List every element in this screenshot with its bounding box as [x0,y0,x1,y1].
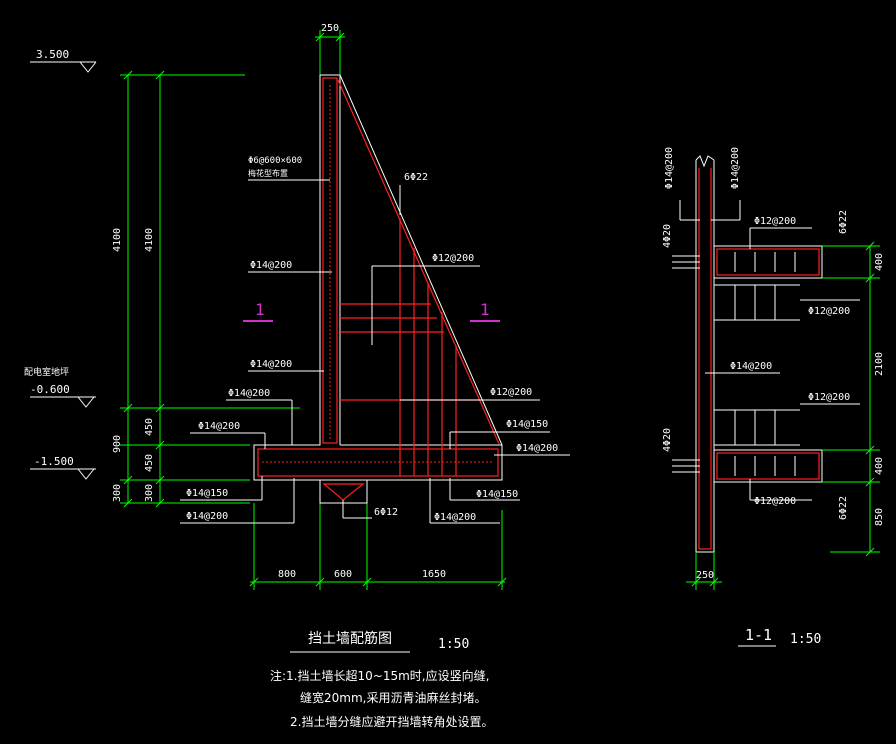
sec-dim-400-a: 400 [874,253,885,271]
elev-bottom-label: -1.500 [34,455,74,468]
note-1: 注:1.挡土墙长超10~15m时,应设竖向缝, [270,668,489,683]
sec-r1: Φ12@200 [754,216,796,227]
label-6phi12: 6Φ12 [374,507,398,518]
label-phi14-150-c: Φ14@150 [476,489,518,500]
label-phi12-200-b: Φ12@200 [490,387,532,398]
sec-top-a: Φ14@200 [664,147,675,189]
sec-left-b: 4Φ20 [662,428,673,452]
sec-dim-2100: 2100 [874,352,885,376]
sec-r6: 6Φ22 [838,496,849,520]
top-dim-250 [315,30,345,75]
dim-1650: 1650 [422,569,446,580]
section-scale: 1:50 [790,632,821,647]
main-title: 挡土墙配筋图 [308,630,392,647]
dim-height-right: 4100 [144,228,155,252]
dim-450-a: 450 [144,418,155,436]
note-2: 缝宽20mm,采用沥青油麻丝封堵。 [300,690,486,705]
dim-300-left: 300 [112,484,123,502]
dim-800: 800 [278,569,296,580]
dim-height-left: 4100 [112,228,123,252]
label-phi14-150-b: Φ14@150 [186,488,228,499]
bottom-dimensions [249,503,507,590]
dim-600: 600 [334,569,352,580]
label-tie-note: 梅花型布置 [248,168,288,178]
label-phi14-200-e: Φ14@200 [516,443,558,454]
label-phi14-200-b: Φ14@200 [250,359,292,370]
leader-lines [180,179,570,524]
label-phi14-150-a: Φ14@150 [506,419,548,430]
left-dimensions [120,70,300,508]
sec-r3: Φ12@200 [808,306,850,317]
sec-dim-250: 250 [696,570,714,581]
wall-rebar [257,77,500,501]
dim-300-right: 300 [144,484,155,502]
sec-r4: Φ12@200 [808,392,850,403]
label-phi14-200-g: Φ14@200 [434,512,476,523]
label-6phi22: 6Φ22 [404,172,428,183]
label-phi14-200-a: Φ14@200 [250,260,292,271]
retaining-wall-outline [253,74,503,504]
label-phi14-200-d: Φ14@200 [198,421,240,432]
basement-label: 配电室地坪 [24,366,69,378]
dim-900: 900 [112,435,123,453]
sec-r2: 6Φ22 [838,210,849,234]
label-phi12-200-a: Φ12@200 [432,253,474,264]
note-3: 2.挡土墙分缝应避开挡墙转角处设置。 [290,714,493,729]
label-tie: Φ6@600×600 [248,156,302,166]
dim-wall-top: 250 [321,23,339,34]
label-phi14-200-c: Φ14@200 [228,388,270,399]
section-1-1 [672,155,880,590]
section-title: 1-1 [745,626,772,644]
elev-top-label: 3.500 [36,48,69,61]
sec-r5: Φ12@200 [754,496,796,507]
elevation-marks: 3.500 配电室地坪 -0.600 -1.500 [24,48,97,480]
label-phi14-200-f: Φ14@200 [186,511,228,522]
sec-mid: Φ14@200 [730,361,772,372]
sec-left-a: 4Φ20 [662,224,673,248]
elev-basement-label: -0.600 [30,383,70,396]
sec-dim-400-b: 400 [874,457,885,475]
dim-450-b: 450 [144,454,155,472]
section-mark-right: 1 [480,300,490,319]
sec-top-b: Φ14@200 [730,147,741,189]
main-scale: 1:50 [438,637,469,652]
section-mark-left: 1 [255,300,265,319]
section-cut-marks [243,320,500,322]
sec-dim-850: 850 [874,508,885,526]
